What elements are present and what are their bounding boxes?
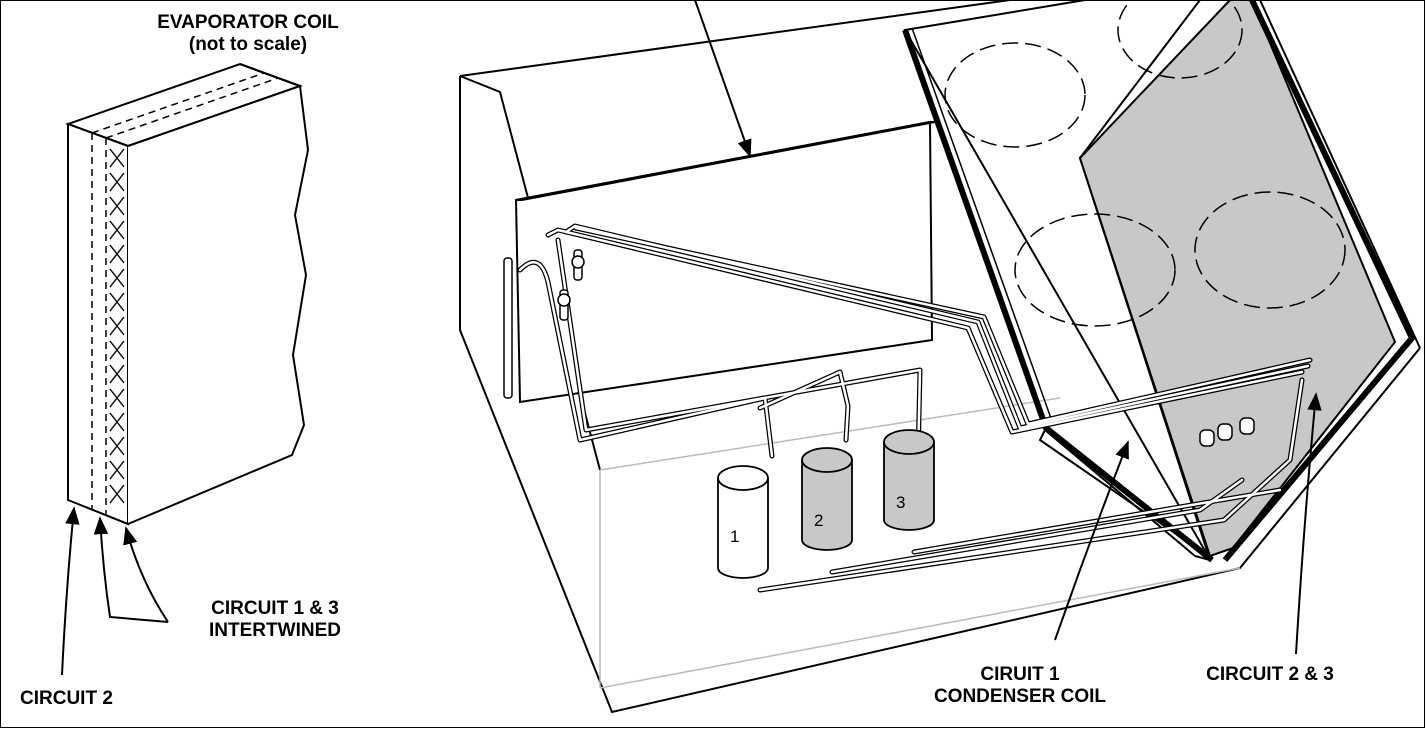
- refrigerant-piping: [503, 223, 1313, 593]
- evaporator-title: EVAPORATOR COIL: [157, 12, 339, 33]
- crossmark: [109, 148, 125, 168]
- evaporator-side-face: [127, 84, 310, 525]
- crossmark: [109, 316, 125, 336]
- condenser-fans: [944, 0, 1346, 327]
- circuit-2-3-label: CIRCUIT 2 & 3: [1206, 664, 1334, 685]
- arrow-circuit-1-3-b: [123, 526, 169, 623]
- crossmark: [109, 388, 125, 408]
- arrow-circuit-1-3-a: [93, 516, 169, 623]
- crossmark: [109, 340, 125, 360]
- circuit-1-3-label: CIRCUIT 1 & 3 INTERTWINED: [209, 598, 341, 641]
- evaporator-arrows: [61, 506, 169, 676]
- crossmark: [109, 436, 125, 456]
- crossmark: [109, 172, 125, 192]
- crossmark: [109, 364, 125, 384]
- compressor-3-label: 3: [896, 493, 905, 512]
- compressor-3: 3: [883, 429, 935, 531]
- compressor-2-label: 2: [814, 511, 823, 530]
- fan-3: [1014, 213, 1176, 327]
- crossmark: [109, 412, 125, 432]
- compressor-2: 2: [801, 447, 853, 551]
- crossmark: [109, 196, 125, 216]
- circuit-1-condenser-label: CIRUIT 1 CONDENSER COIL: [933, 664, 1107, 707]
- evaporator-coil-label: EVAPORATOR COIL (not to scale): [128, 12, 368, 56]
- evaporator-scale-note: (not to scale): [188, 34, 308, 55]
- arrow-circuit-2: [61, 506, 80, 676]
- crossmark: [109, 268, 125, 288]
- fan-4: [1194, 191, 1346, 309]
- crossmark: [109, 460, 125, 480]
- compressor-1: 1: [717, 465, 769, 579]
- compressors: 1 2 3: [717, 429, 935, 579]
- condenser-arrows: [694, 0, 1322, 655]
- condenser-coil-circuit-2-3: [1078, 0, 1397, 558]
- fan-1: [944, 42, 1086, 148]
- crossmark: [109, 220, 125, 240]
- fan-2: [1117, 0, 1243, 79]
- crossmark: [109, 244, 125, 264]
- crossmark: [109, 484, 125, 504]
- arrow-circuit-2-3: [1295, 392, 1322, 655]
- filter-drier-3: [1239, 417, 1255, 435]
- condenser-coils: [902, 0, 1421, 563]
- filter-drier-2: [1217, 423, 1233, 441]
- cabinet-outline: [459, 0, 1421, 714]
- filter-driers: [1199, 417, 1255, 447]
- evaporator-coil: [65, 62, 310, 526]
- crossmark: [109, 292, 125, 312]
- compressor-1-label: 1: [730, 527, 739, 546]
- arrow-circuit-1-condenser: [1054, 440, 1129, 641]
- intertwined-crossmarks: [109, 148, 125, 504]
- arrow-to-divider: [694, 0, 752, 158]
- filter-drier-1: [1199, 429, 1215, 447]
- circuit-2-label: CIRCUIT 2: [20, 688, 113, 709]
